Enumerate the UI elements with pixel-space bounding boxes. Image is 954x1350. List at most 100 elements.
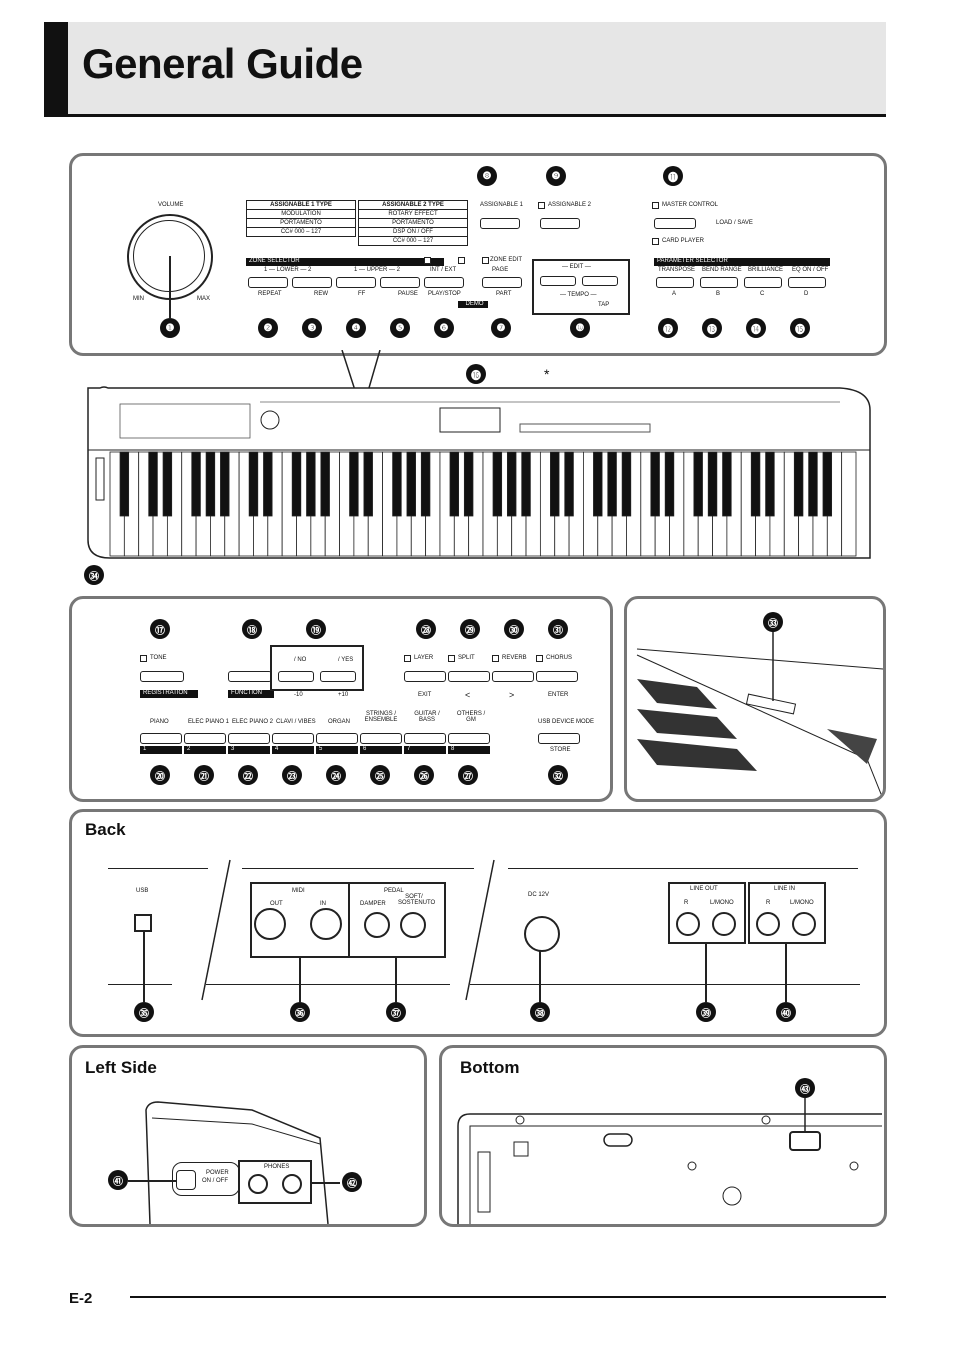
rew-button[interactable] [292,277,332,288]
assignable1-button[interactable] [480,218,520,229]
tone-clavi-label: CLAVI / VIBES [276,719,316,725]
pause-button[interactable] [380,277,420,288]
reverb-button[interactable] [492,671,534,682]
card-player-label: CARD PLAYER [662,238,704,244]
store-button[interactable] [538,733,580,744]
black-key [205,451,216,517]
tone-button[interactable] [316,733,358,744]
line-in-l-jack[interactable] [792,912,816,936]
callout-36: ㊱ [290,1002,310,1022]
black-key [707,451,718,517]
bank-number: 3 [228,746,270,754]
soft-sostenuto-jack[interactable] [400,912,426,938]
black-key [506,451,517,517]
usb-device-mode-label: USB DEVICE MODE [538,719,595,725]
callout-21: ㉑ [194,765,214,785]
yes-button[interactable] [320,671,356,682]
callout-12: ⓬ [658,318,678,338]
callout-line [169,256,171,318]
callout-line [395,956,397,1002]
function-badge: FUNCTION [228,690,274,698]
line-out-r-jack[interactable] [676,912,700,936]
param-a-button[interactable] [656,277,694,288]
black-key [822,451,833,517]
play-stop-label: PLAY/STOP [428,291,461,297]
function-button[interactable] [228,671,272,682]
callout-24: ㉔ [326,765,346,785]
tone-button[interactable] [140,733,182,744]
phones-jack-2[interactable] [282,1174,302,1194]
repeat-button[interactable] [248,277,288,288]
damper-jack[interactable] [364,912,390,938]
callout-15: ⓯ [790,318,810,338]
edit-up-button[interactable] [582,276,618,286]
tone-button[interactable] [228,733,270,744]
led [492,655,499,662]
param-d-button[interactable] [788,277,826,288]
dc-in-jack[interactable] [524,916,560,952]
tone-button[interactable] [448,733,490,744]
callout-40: ㊵ [776,1002,796,1022]
usb-slot-illustration [636,629,883,799]
phones-jack-1[interactable] [248,1174,268,1194]
callout-20: ⑳ [150,765,170,785]
page-number: E-2 [69,1290,93,1307]
black-key [349,451,359,517]
no-button[interactable] [278,671,314,682]
split-button[interactable] [448,671,490,682]
tone-button[interactable] [272,733,314,744]
param-b-button[interactable] [700,277,738,288]
black-key [593,451,603,517]
ff-button[interactable] [336,277,376,288]
tone-button[interactable] [184,733,226,744]
callout-line [310,1182,340,1184]
line-in-r-jack[interactable] [756,912,780,936]
registration-badge: REGISTRATION [140,690,198,698]
assignable2-button[interactable] [540,218,580,229]
exit-label: EXIT [418,692,432,698]
tone-button[interactable] [360,733,402,744]
line-out-l-jack[interactable] [712,912,736,936]
black-key [191,451,201,517]
black-key [320,451,330,517]
rule [108,984,172,985]
volume-max-label: MAX [197,296,211,302]
load-save-label: LOAD / SAVE [716,220,753,226]
pedal-jack-group [348,882,446,958]
master-control-button[interactable] [654,218,696,229]
usb-port[interactable] [134,914,152,932]
lower-label: 1 — LOWER — 2 [264,267,312,273]
control-panel-diagram: VOLUME MIN MAX ❶ ASSIGNABLE 1 TYPE MODUL… [69,153,887,356]
chorus-button[interactable] [536,671,578,682]
led [652,202,659,209]
black-key [291,451,302,517]
callout-28: ㉘ [416,619,436,639]
play-stop-button[interactable] [424,277,464,288]
callout-6: ❻ [434,318,454,338]
black-key [550,451,560,517]
led [404,655,411,662]
param-c-button[interactable] [744,277,782,288]
callout-33: ㉝ [763,612,783,632]
param-letter-b: B [716,291,721,297]
white-key [841,451,857,557]
part-label: PART [496,291,512,297]
part-button[interactable] [482,277,522,288]
int-ext-label: INT / EXT [430,267,457,273]
tone-organ-label: ORGAN [328,719,351,725]
power-button[interactable] [176,1170,196,1190]
callout-18: ⑱ [242,619,262,639]
title-accent-bar [44,22,68,117]
tone-button[interactable] [404,733,446,744]
line-in-group [748,882,826,944]
bottom-section-title: Bottom [460,1058,520,1077]
callout-42: ㊷ [342,1172,362,1192]
callout-32: ㉜ [548,765,568,785]
bank-number: 5 [316,746,358,754]
callout-41: ㊶ [108,1170,128,1190]
black-key [793,451,804,517]
edit-down-button[interactable] [540,276,576,286]
parameter-selector-header: PARAMETER SELECTOR [654,258,830,266]
tone-button[interactable] [140,671,184,682]
layer-button[interactable] [404,671,446,682]
